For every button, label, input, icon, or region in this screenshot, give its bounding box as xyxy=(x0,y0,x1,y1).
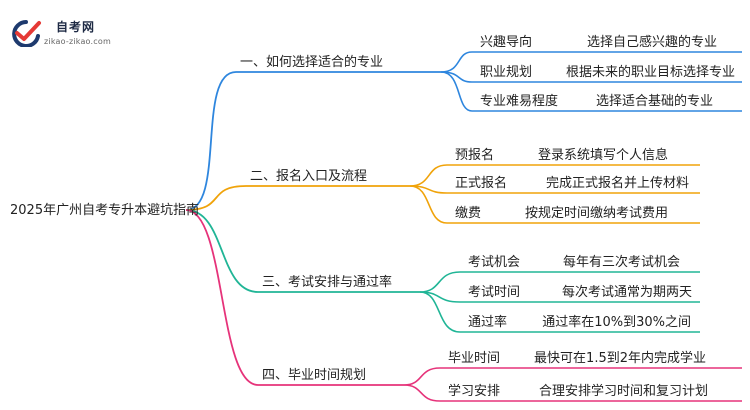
leaf-item: 考试机会 每年有三次考试机会 xyxy=(468,254,680,270)
leaf-connector xyxy=(419,291,461,333)
mindmap-edges xyxy=(185,51,742,402)
leaf-label: 兴趣导向 xyxy=(480,34,532,50)
leaf-item: 缴费 按规定时间缴纳考试费用 xyxy=(455,206,668,221)
leaf-description: 通过率在10%到30%之间 xyxy=(542,314,691,330)
logo-domain: zikao-zikao.com xyxy=(44,37,111,46)
leaf-description: 最快可在1.5到2年内完成学业 xyxy=(534,350,706,366)
leaf-label: 专业难易程度 xyxy=(480,93,558,109)
leaf-item: 毕业时间 最快可在1.5到2年内完成学业 xyxy=(448,350,706,366)
leaf-description: 每次考试通常为期两天 xyxy=(562,284,692,300)
leaf-connector xyxy=(419,271,461,293)
leaf-item: 学习安排 合理安排学习时间和复习计划 xyxy=(448,383,708,399)
leaf-connector xyxy=(409,164,448,187)
leaf-connector xyxy=(403,367,441,386)
leaf-label: 考试机会 xyxy=(468,255,520,270)
branch-title: 四、毕业时间规划 xyxy=(262,368,366,383)
leaf-description: 按规定时间缴纳考试费用 xyxy=(525,206,668,221)
branch-title: 二、报名入口及流程 xyxy=(250,168,367,184)
leaf-item: 职业规划 根据未来的职业目标选择专业 xyxy=(480,64,735,80)
leaf-label: 正式报名 xyxy=(455,175,507,191)
leaf-label: 考试时间 xyxy=(468,285,520,300)
branch-title: 一、如何选择适合的专业 xyxy=(240,54,383,70)
leaf-connector xyxy=(440,51,473,73)
root-topic: 2025年广州自考专升本避坑指南 xyxy=(10,202,199,218)
leaf-item: 专业难易程度 选择适合基础的专业 xyxy=(480,93,713,109)
leaf-description: 合理安排学习时间和复习计划 xyxy=(539,383,708,399)
leaf-connector xyxy=(440,71,473,112)
leaf-description: 每年有三次考试机会 xyxy=(563,254,680,270)
root-connector-3 xyxy=(185,209,259,293)
leaf-description: 登录系统填写个人信息 xyxy=(538,147,668,163)
leaf-label: 学习安排 xyxy=(448,383,500,399)
leaf-description: 完成正式报名并上传材料 xyxy=(546,175,689,191)
leaf-label: 通过率 xyxy=(468,314,507,330)
branch-title: 三、考试安排与通过率 xyxy=(262,274,392,290)
leaf-label: 预报名 xyxy=(455,147,494,163)
root-connector-2 xyxy=(185,185,247,211)
leaf-item: 兴趣导向 选择自己感兴趣的专业 xyxy=(480,34,717,50)
leaf-connector xyxy=(403,384,441,402)
leaf-item: 预报名 登录系统填写个人信息 xyxy=(455,147,668,163)
leaf-label: 职业规划 xyxy=(480,65,532,80)
site-logo[interactable]: 自考网 zikao-zikao.com xyxy=(10,17,150,51)
leaf-connector xyxy=(409,185,448,224)
leaf-label: 缴费 xyxy=(455,206,481,221)
leaf-item: 正式报名 完成正式报名并上传材料 xyxy=(455,175,689,191)
root-connector-1 xyxy=(185,71,237,211)
root-connector-4 xyxy=(185,209,259,386)
leaf-description: 选择自己感兴趣的专业 xyxy=(587,34,717,50)
mindmap-nodes: 2025年广州自考专升本避坑指南 一、如何选择适合的专业 兴趣导向 选择自己感兴趣的专… xyxy=(10,34,735,399)
leaf-item: 通过率 通过率在10%到30%之间 xyxy=(468,314,691,330)
leaf-description: 根据未来的职业目标选择专业 xyxy=(566,64,735,80)
leaf-item: 考试时间 每次考试通常为期两天 xyxy=(468,284,692,300)
logo-name: 自考网 xyxy=(56,20,96,34)
leaf-description: 选择适合基础的专业 xyxy=(596,93,713,109)
leaf-label: 毕业时间 xyxy=(448,351,500,366)
logo-mark-icon xyxy=(12,20,41,47)
